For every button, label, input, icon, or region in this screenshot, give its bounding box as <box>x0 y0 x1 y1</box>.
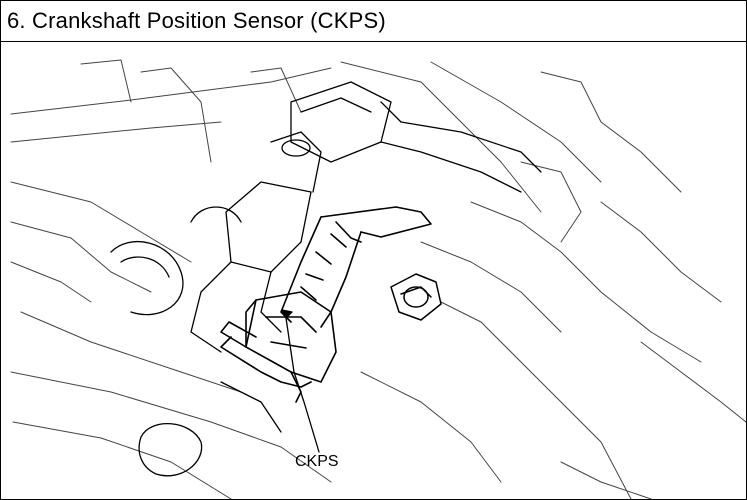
crankshaft-position-sensor <box>280 206 432 328</box>
sensor-connector <box>220 291 337 403</box>
title-bar: 6. Crankshaft Position Sensor (CKPS) <box>1 1 746 42</box>
block-boss <box>138 381 282 477</box>
mounting-bolt <box>390 273 442 321</box>
ckps-callout-label: CKPS <box>295 453 339 470</box>
intake-pipe <box>290 81 542 193</box>
leader-arrow <box>281 309 320 453</box>
engine-line-drawing <box>1 42 746 499</box>
engine-block-outline <box>10 59 746 499</box>
hose-fitting <box>110 206 242 316</box>
figure-title: 6. Crankshaft Position Sensor (CKPS) <box>7 8 386 33</box>
sensor-housing-tube <box>190 131 322 353</box>
